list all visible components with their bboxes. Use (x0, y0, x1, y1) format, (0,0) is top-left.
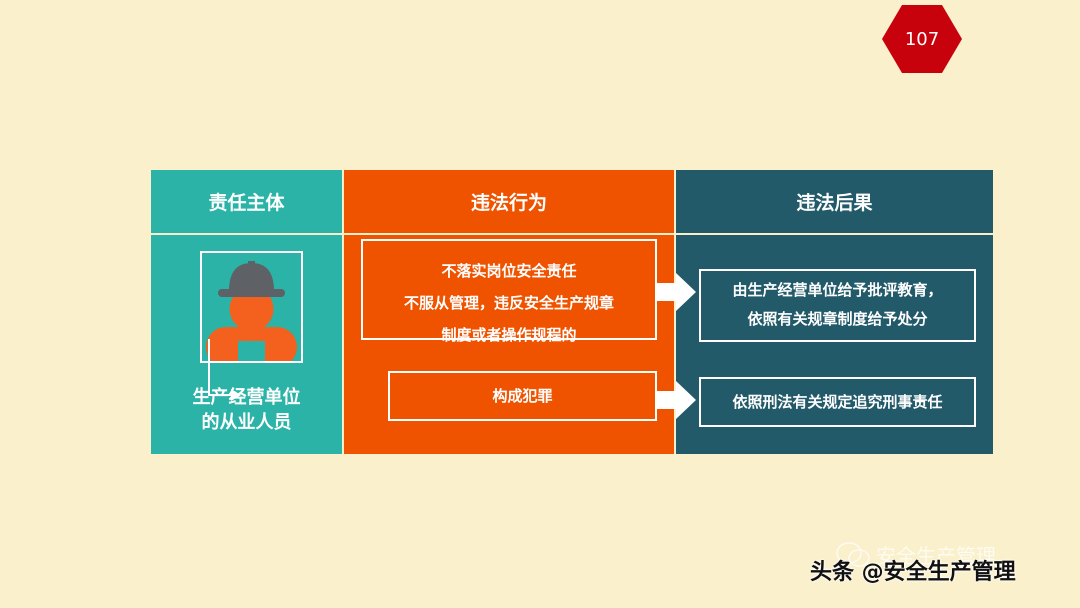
connector-arrow-icon (208, 339, 241, 401)
consequence-column: 由生产经营单位给予批评教育， 依照有关规章制度给予处分 依照刑法有关规定追究刑事… (676, 235, 993, 454)
crime-box: 构成犯罪 (388, 371, 657, 421)
worker-helmet-icon (206, 261, 297, 361)
header-subject: 责任主体 (151, 170, 342, 233)
behavior-column: 不落实岗位安全责任 不服从管理，违反安全生产规章 制度或者操作规程的 构成犯罪 (344, 235, 674, 454)
criminal-liability-box: 依照刑法有关规定追究刑事责任 (699, 377, 976, 427)
watermark-ghost-text: 安全生产管理 (876, 544, 996, 568)
arrow-right-icon (656, 273, 696, 311)
wechat-icon (836, 541, 870, 567)
violation-line3: 制度或者操作规程的 (441, 326, 577, 344)
header-consequence: 违法后果 (676, 170, 993, 233)
watermark: 头条 @安全生产管理 (810, 560, 1016, 585)
subject-label-line2: 的从业人员 (201, 412, 292, 433)
discipline-box: 由生产经营单位给予批评教育， 依照有关规章制度给予处分 (699, 269, 976, 342)
liability-table: 责任主体 违法行为 违法后果 生产经营单位 的从业人员 不落实岗位安全责任 不服… (151, 170, 993, 454)
discipline-line1: 由生产经营单位给予批评教育， (732, 281, 943, 299)
subject-label-line1: 生产经营单位 (192, 387, 301, 408)
violation-line2: 不服从管理，违反安全生产规章 (403, 294, 614, 312)
discipline-line2: 依照有关规章制度给予处分 (747, 310, 928, 328)
violation-box: 不落实岗位安全责任 不服从管理，违反安全生产规章 制度或者操作规程的 (361, 239, 657, 344)
header-behavior: 违法行为 (344, 170, 674, 233)
watermark-ghost: 安全生产管理 (836, 540, 996, 569)
subject-column: 生产经营单位 的从业人员 (151, 235, 342, 454)
arrow-right-icon (656, 381, 696, 419)
worker-icon-frame (200, 251, 303, 363)
page-number: 107 (904, 28, 940, 50)
page-number-badge: 107 (882, 5, 962, 73)
subject-label: 生产经营单位 的从业人员 (151, 385, 342, 435)
violation-line1: 不落实岗位安全责任 (441, 262, 577, 280)
